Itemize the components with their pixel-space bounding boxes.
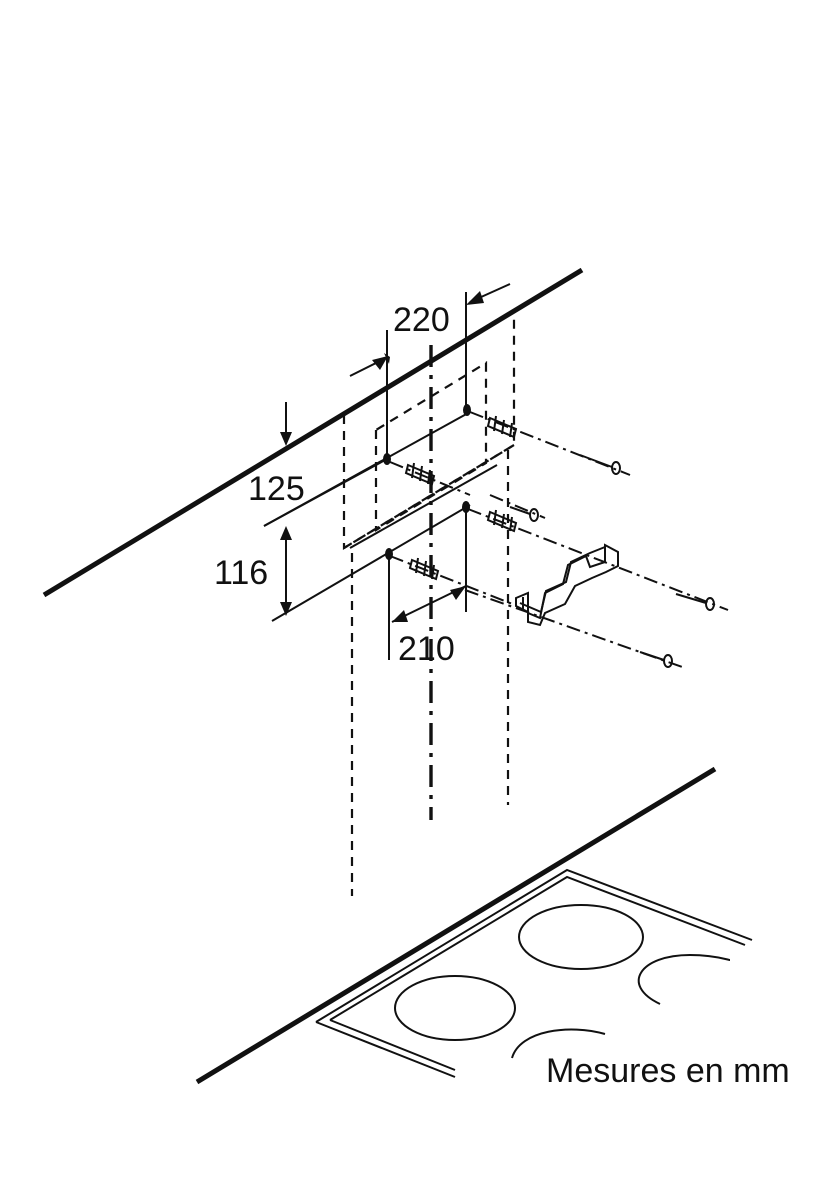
screw [639,651,673,668]
dim-label-220: 220 [393,301,450,339]
dimension-arrows [280,283,511,623]
dim-label-116: 116 [214,554,268,592]
screws [509,454,715,668]
ceiling-line [42,267,584,598]
wall-plugs [404,415,518,581]
hole-bottom-left [385,548,393,560]
hole-top-right [463,404,471,416]
dim-label-125: 125 [248,470,305,508]
hole-bottom-right [462,501,470,513]
wall-plug [408,557,440,581]
screw [579,454,621,475]
screw [675,593,715,611]
dim-label-210: 210 [398,630,455,668]
mounting-holes [383,404,471,560]
wall-plug [404,462,436,486]
wall-plug [486,509,518,533]
hob-burner-bottom [511,1028,606,1059]
mounting-bracket [515,543,619,627]
hob [315,868,753,1078]
wall-plug [486,415,518,439]
extension-lines [263,292,498,660]
worktop-edge-line [195,766,717,1085]
hob-burner-front [394,975,516,1041]
hole-top-left [383,453,391,465]
hob-burner-back [518,904,644,970]
units-note: Mesures en mm [546,1052,790,1090]
hob-burner-right [637,953,731,1005]
screw [509,506,539,522]
hood-outline [342,315,516,896]
